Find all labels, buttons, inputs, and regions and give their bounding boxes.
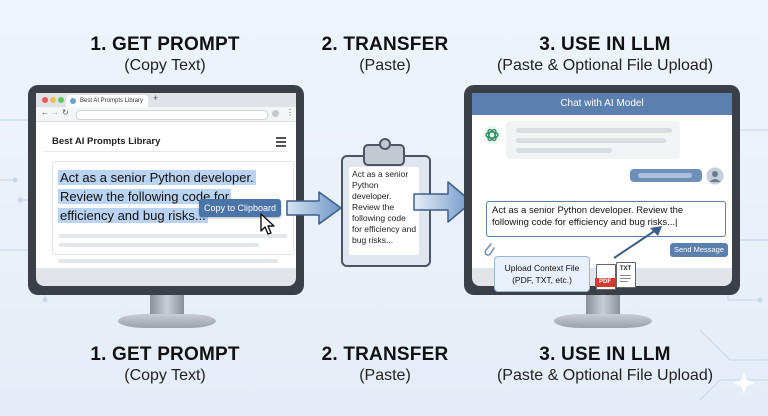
copy-to-clipboard-button[interactable]: Copy to Clipboard: [199, 199, 281, 217]
file-line: [620, 281, 628, 282]
send-message-button[interactable]: Send Message: [670, 243, 728, 257]
profile-icon[interactable]: [272, 110, 279, 117]
minimize-dot-icon[interactable]: [50, 97, 56, 103]
upload-types: (PDF, TXT, etc.): [512, 275, 572, 285]
favicon-icon: [70, 98, 76, 104]
new-tab-icon[interactable]: +: [153, 93, 159, 103]
back-icon[interactable]: ←: [41, 108, 49, 117]
placeholder-line: [59, 243, 259, 247]
step3-subtitle: (Paste & Optional File Upload): [496, 57, 714, 74]
address-bar[interactable]: [76, 110, 268, 120]
pdf-label: PDF: [595, 278, 615, 287]
clipboard-text: Act as a senior Python developer. Review…: [352, 169, 417, 245]
message-line: [516, 148, 612, 153]
user-message-bubble: [630, 169, 702, 182]
clip-ring: [379, 138, 391, 150]
placeholder-line: [59, 234, 287, 238]
clipboard-paper: [349, 167, 419, 255]
upload-context-file-tooltip[interactable]: Upload Context File (PDF, TXT, etc.): [494, 256, 590, 292]
step1-subtitle: (Copy Text): [124, 57, 206, 74]
browser-tab[interactable]: Best AI Prompts Library: [66, 95, 148, 107]
arrow-right-icon: [413, 181, 473, 223]
monitor-stand: [118, 314, 216, 328]
step2-subtitle-bottom: (Paste): [359, 367, 411, 384]
step3-title: 3. USE IN LLM: [539, 34, 671, 55]
txt-label: TXT: [619, 266, 632, 272]
step3-subtitle-bottom: (Paste & Optional File Upload): [496, 367, 714, 384]
hamburger-icon[interactable]: [276, 137, 286, 149]
step1-title: 1. GET PROMPT: [90, 34, 240, 55]
right-monitor: Chat with AI Model Act as a senior Pytho…: [464, 85, 740, 295]
upload-title: Upload Context File: [504, 263, 580, 273]
step3-title-bottom: 3. USE IN LLM: [539, 344, 671, 365]
maximize-dot-icon[interactable]: [58, 97, 64, 103]
forward-icon[interactable]: →: [51, 108, 59, 117]
file-line: [620, 278, 631, 279]
paperclip-icon[interactable]: [482, 241, 496, 257]
divider: [44, 151, 288, 152]
clipboard-clip-icon: [363, 138, 405, 166]
message-line: [516, 138, 666, 143]
step1-subtitle-bottom: (Copy Text): [124, 367, 206, 384]
reload-icon[interactable]: ↻: [62, 108, 69, 117]
assistant-message-bubble: [506, 121, 680, 159]
user-avatar-icon: [706, 167, 724, 185]
placeholder-line: [58, 259, 278, 263]
step2-title: 2. TRANSFER: [321, 34, 449, 55]
txt-file-icon: TXT: [616, 262, 636, 288]
close-dot-icon[interactable]: [42, 97, 48, 103]
message-line: [516, 128, 672, 133]
pdf-file-icon: PDF: [595, 264, 616, 290]
browser-nav-bar: ← → ↻ ⋮: [36, 107, 296, 122]
chat-header: Chat with AI Model: [472, 93, 732, 115]
step1-title-bottom: 1. GET PROMPT: [90, 344, 240, 365]
browser-tab-bar: Best AI Prompts Library +: [36, 93, 296, 107]
message-line: [638, 173, 692, 178]
pointer-arrow-icon: [613, 226, 662, 259]
page-title: Best AI Prompts Library: [52, 136, 161, 147]
chatgpt-logo-icon: [483, 126, 501, 144]
step2-title-bottom: 2. TRANSFER: [321, 344, 449, 365]
monitor-stand: [554, 314, 652, 328]
arrow-right-icon: [286, 191, 342, 225]
step2-subtitle: (Paste): [359, 57, 411, 74]
file-line: [620, 275, 631, 276]
cursor-arrow-icon: [260, 213, 275, 235]
chat-input[interactable]: Act as a senior Python developer. Review…: [486, 201, 726, 237]
browser-tab-label: Best AI Prompts Library: [80, 98, 144, 104]
left-monitor: Best AI Prompts Library + ← → ↻ ⋮ Best A…: [28, 85, 304, 295]
clipboard: Act as a senior Python developer. Review…: [341, 155, 431, 267]
menu-dots-icon[interactable]: ⋮: [286, 108, 294, 117]
chat-window: Chat with AI Model Act as a senior Pytho…: [472, 93, 732, 268]
monitor-chin: [36, 268, 296, 286]
browser-window: Best AI Prompts Library + ← → ↻ ⋮ Best A…: [36, 93, 296, 268]
